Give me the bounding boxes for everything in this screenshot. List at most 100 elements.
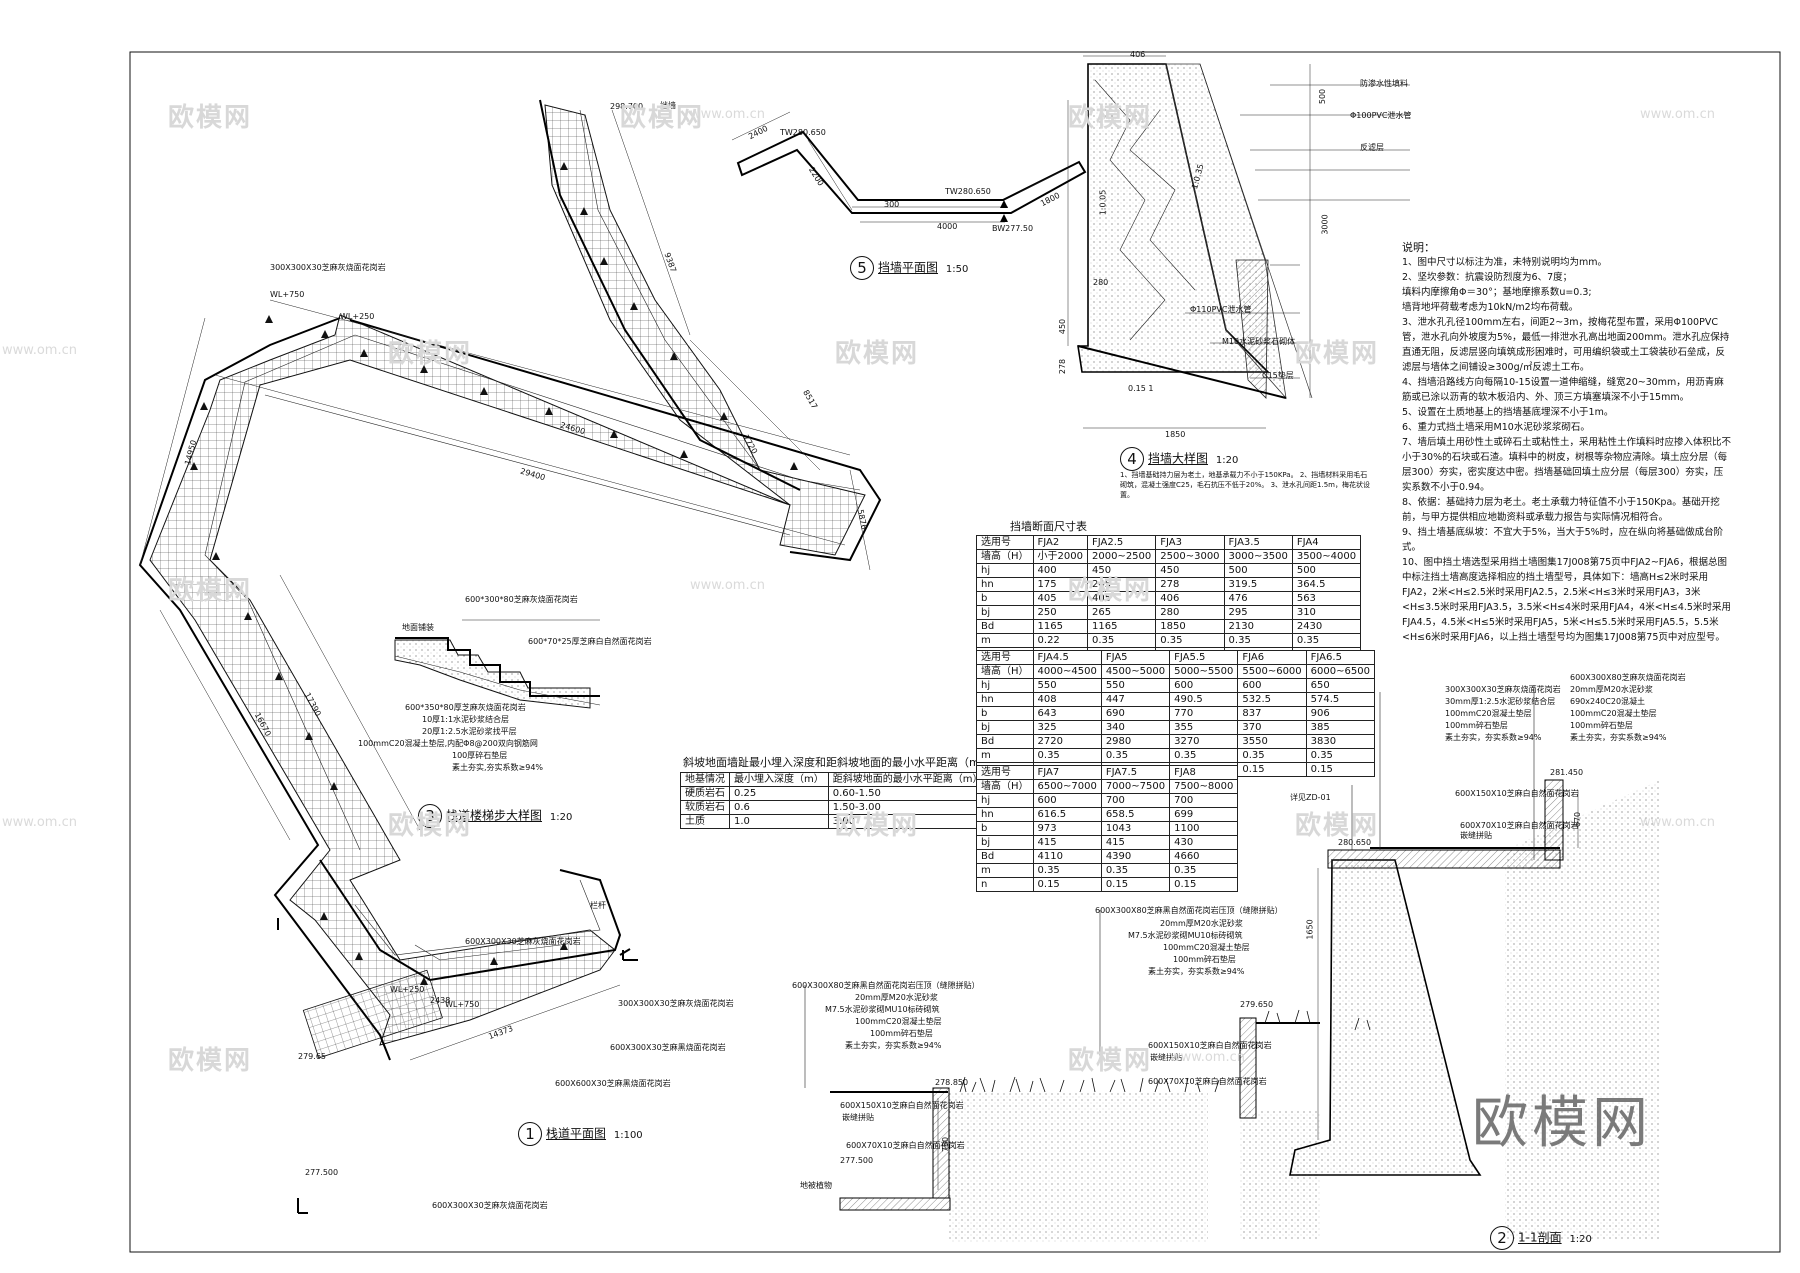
note-item: 6、重力式挡土墙采用M10水泥砂浆浆砌石。 [1402, 422, 1590, 433]
table-cell: 7000~7500 [1100, 779, 1171, 794]
table-cell: 364.5 [1291, 577, 1362, 592]
table-cell: 5500~6000 [1237, 664, 1307, 679]
table-cell: 3.00 [827, 814, 988, 829]
stair3-title-text: 栈道楼梯步大样图 [446, 808, 543, 823]
table-cell: 340 [1100, 720, 1171, 735]
plan1-label-paving-d: 600X300X30芝麻黑烧面花岗岩 [610, 1043, 726, 1052]
table-cell: 906 [1305, 706, 1375, 721]
table-cell: m [976, 633, 1034, 648]
note-item: 8、依据：基础持力层为老土。老土承载力特征值不小于150Kpa。基础开挖前，与甲… [1402, 497, 1720, 523]
table-cell: 563 [1291, 591, 1362, 606]
table-cell: 2980 [1100, 734, 1171, 749]
table-cell: 600 [1032, 793, 1102, 808]
table-cell: FJA2 [1032, 535, 1088, 550]
table-cell: 550 [1032, 678, 1102, 693]
table-cell: m [976, 863, 1034, 878]
stair3-label-c: 600*350*80厚芝麻灰烧面花岗岩 [405, 703, 526, 712]
plan5-label-tw2: TW280.650 [780, 128, 826, 137]
table-cell: FJA4.5 [1032, 650, 1102, 665]
table-cell: 4500~5000 [1100, 664, 1171, 679]
brand-logo-text: 欧模网 [1472, 1091, 1652, 1156]
table-cell: Bd [976, 619, 1034, 634]
plan1-label-elev-c: 279.65 [298, 1052, 326, 1061]
table-cell: FJA7.5 [1100, 765, 1171, 780]
notes-list: 1、图中尺寸以标注为准，未特别说明均为mm。2、坚坎参数：抗震设防烈度为6、7度… [1402, 255, 1732, 645]
detail4-wall-section [1067, 55, 1410, 429]
note-item: 9、挡土墙基底纵坡：不宜大于5%，当大于5%时，应在纵向将基础做成台阶式。 [1402, 527, 1724, 553]
detail4-scale: 1:20 [1215, 454, 1239, 466]
table-cell: 415 [1100, 835, 1171, 850]
table-cell: 0.35 [1223, 633, 1293, 648]
section2-label-i: 600X150X10芝麻白自然面花岗岩 [1455, 789, 1579, 798]
table-cell: 0.35 [1032, 863, 1102, 878]
stair3-label-a: 600*300*80芝麻灰烧面花岗岩 [465, 595, 578, 604]
table-cell: 4000~4500 [1032, 664, 1102, 679]
section2-label-m: 嵌缝拼贴 [1460, 831, 1492, 840]
table-cell: 0.35 [1237, 748, 1307, 763]
detail4-label-top: 406 [1130, 50, 1146, 59]
plan5-title-text: 挡墙平面图 [878, 260, 939, 275]
section2-title-text: 1-1剖面 [1518, 1230, 1562, 1245]
table-cell: 325 [1032, 720, 1102, 735]
table-cell: 700 [1100, 793, 1171, 808]
plan1-label-paving-b2: 600X300X30芝麻灰烧面花岗岩 [432, 1201, 548, 1210]
section2-label-j: 600X70X10芝麻白自然面花岗岩 [1460, 821, 1579, 830]
plan1-label-paving-c: 600X600X30芝麻黑烧面花岗岩 [555, 1079, 671, 1088]
table-cell: 1.50-3.00 [827, 800, 988, 815]
table-cell: 0.6 [729, 800, 829, 815]
plan1-label-paving-a2: 300X300X30芝麻灰烧面花岗岩 [618, 999, 734, 1008]
section2-label-l: 600X300X80芝麻黑自然面花岗岩压顶（缝隙拼贴） [1095, 906, 1283, 915]
section2-label-i3: 600X150X10芝麻白自然面花岗岩 [840, 1101, 964, 1110]
table-cell: 1043 [1100, 821, 1171, 836]
section2-label-dim-b: 750 [941, 1136, 951, 1153]
section2-label-d2: 100mmC20混凝土垫层 [1445, 709, 1532, 718]
section2-cross [804, 685, 1660, 1242]
table-cell: hj [976, 563, 1034, 578]
section2-label-k2: M7.5水泥砂浆砌MU10标砖砌筑 [825, 1005, 940, 1014]
section2-label-g: 300X300X30芝麻灰烧面花岗岩 [1445, 685, 1561, 694]
table-cell: 1100 [1169, 821, 1239, 836]
table-cell: 310 [1291, 605, 1362, 620]
table-cell: FJA6.5 [1305, 650, 1375, 665]
table-cell: 墙高（H） [976, 549, 1034, 564]
table-cell: 1165 [1032, 619, 1088, 634]
detail4-label-slope: 0.15 1 [1128, 384, 1154, 393]
table-cell: hj [976, 678, 1034, 693]
table-cell: 4390 [1100, 849, 1171, 864]
table-cell: 265 [1086, 605, 1157, 620]
table-cell: 408 [1032, 692, 1102, 707]
section2-label-h: 30mm厚1:2.5水泥砂浆结合层 [1445, 697, 1556, 706]
section2-label-elev-c: 278.850 [935, 1078, 969, 1087]
plan1-boardwalk [138, 99, 882, 1214]
note-item: 7、墙后填土用砂性土或碎石土或粘性土，采用粘性土作填料时应掺入体积比不小于30%… [1402, 437, 1732, 493]
slope-header-cell: 距斜坡地面的最小水平距离（m） [827, 772, 988, 787]
table-cell: 500 [1223, 563, 1293, 578]
table-cell: 973 [1032, 821, 1102, 836]
section2-label-e4: 100mm碎石垫层 [870, 1029, 933, 1038]
note-item: 4、挡墙沿路线方向每隔10-15设置一道伸缩缝，缝宽20~30mm，用沥青麻筋或… [1402, 377, 1724, 403]
table-cell: 3000~3500 [1223, 549, 1293, 564]
table-cell: 0.35 [1032, 748, 1102, 763]
plan5-number: 5 [850, 256, 874, 280]
plan1-label-paving-b: 600X300X30芝麻灰烧面花岗岩 [465, 937, 581, 946]
section2-label-dim-a: 1650 [1305, 919, 1315, 940]
section2-label-a: 600X300X80芝麻灰烧面花岗岩 [1570, 673, 1686, 682]
section2-label-f3: 素土夯实，夯实系数≥94% [1148, 967, 1245, 976]
stair3-number: 3 [418, 804, 442, 828]
table-cell: 2000~2500 [1086, 549, 1157, 564]
note-item: 2、坚坎参数：抗震设防烈度为6、7度； [1402, 272, 1573, 283]
table-cell: FJA8 [1169, 765, 1239, 780]
table-cell: hj [976, 793, 1034, 808]
table-cell: 0.35 [1100, 863, 1171, 878]
section2-label-elev-a: 281.450 [1550, 768, 1584, 777]
table-cell: 0.35 [1305, 748, 1375, 763]
stair3-label-g: 100厚碎石垫层 [452, 751, 508, 760]
